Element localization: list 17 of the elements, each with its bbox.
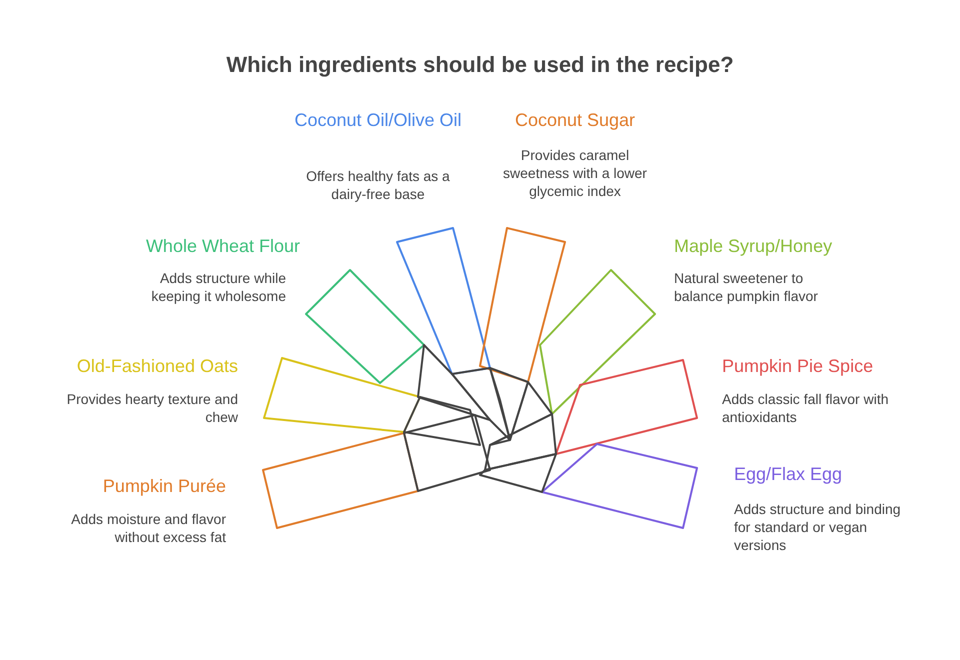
ingredient-heading: Coconut Sugar	[514, 109, 636, 132]
ingredient-heading: Whole Wheat Flour	[144, 235, 300, 258]
ingredient-heading: Pumpkin Purée	[102, 475, 226, 498]
ingredient-description: Adds structure while keeping it wholesome	[150, 269, 286, 305]
ingredient-description: Adds moisture and flavor without excess fat	[70, 510, 226, 546]
ingredient-heading: Coconut Oil/Olive Oil	[293, 109, 463, 132]
ingredient-heading: Maple Syrup/Honey	[674, 235, 834, 258]
ingredient-heading: Pumpkin Pie Spice	[722, 355, 874, 378]
ingredient-description: Offers healthy fats as a dairy-free base	[305, 167, 451, 203]
ingredient-heading: Egg/Flax Egg	[734, 463, 844, 486]
ingredient-description: Provides caramel sweetness with a lower glycemic index	[502, 146, 648, 200]
ingredient-description: Adds classic fall flavor with antioxidants	[722, 390, 890, 426]
title: Which ingredients should be used in the recipe?	[225, 52, 735, 78]
ingredient-heading: Old-Fashioned Oats	[76, 355, 238, 378]
ingredient-description: Adds structure and binding for standard or vegan versions	[734, 500, 902, 554]
ingredient-description: Provides hearty texture and chew	[66, 390, 238, 426]
ingredient-description: Natural sweetener to balance pumpkin flavor	[674, 269, 819, 305]
